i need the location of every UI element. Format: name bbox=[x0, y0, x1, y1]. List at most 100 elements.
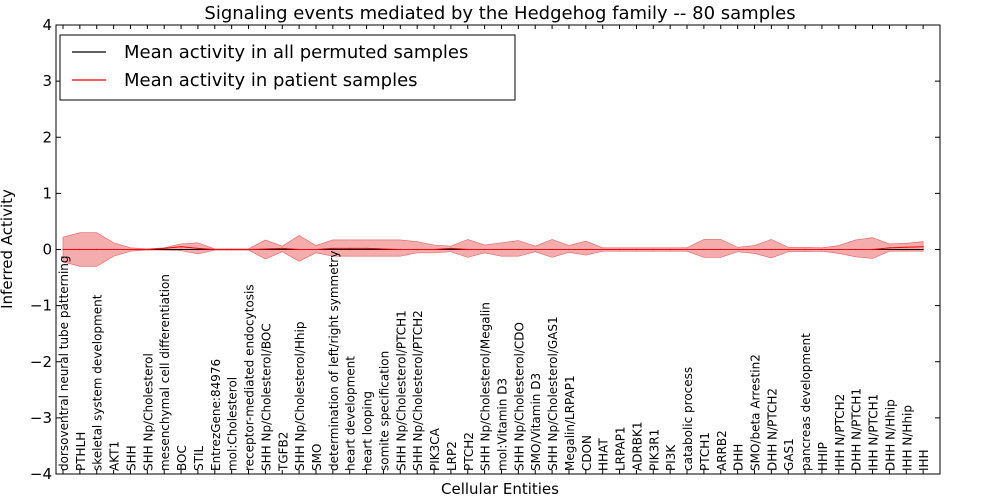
series-1-point bbox=[804, 248, 806, 251]
series-1-point bbox=[332, 247, 334, 249]
x-tick-label: dorsoventral neural tube patterning bbox=[57, 255, 71, 471]
series-1-point bbox=[618, 248, 621, 251]
series-1-point bbox=[500, 248, 503, 251]
x-tick-label: PTHLH bbox=[74, 432, 88, 471]
x-tick-label: IHH bbox=[917, 449, 931, 471]
legend-label-patient: Mean activity in patient samples bbox=[124, 70, 418, 91]
x-tick-label: Megalin/LRPAP1 bbox=[563, 375, 577, 471]
x-tick-label: IHH N/PTCH2 bbox=[833, 394, 847, 471]
x-tick-label: heart development bbox=[344, 356, 358, 471]
series-1-point bbox=[484, 248, 486, 251]
series-1-point bbox=[585, 248, 587, 251]
x-tick-label: LRPAP1 bbox=[614, 426, 628, 471]
x-tick-label: receptor-mediated endocytosis bbox=[243, 284, 257, 471]
x-tick-label: PIK3CA bbox=[428, 427, 442, 471]
series-1-point bbox=[737, 248, 739, 251]
series-1-point bbox=[214, 248, 216, 251]
series-line-1 bbox=[63, 246, 924, 250]
series-1-point bbox=[349, 247, 351, 249]
series-1-point bbox=[871, 248, 874, 251]
x-tick-label: somite specification bbox=[377, 351, 391, 471]
x-tick-label: SHH Np/Cholesterol/CDO bbox=[512, 322, 526, 471]
series-1-point bbox=[365, 247, 368, 249]
series-1-point bbox=[281, 247, 283, 249]
series-1-point bbox=[770, 248, 772, 251]
x-tick-label: AKT1 bbox=[108, 441, 122, 471]
x-tick-label: EntrezGene:84976 bbox=[209, 359, 223, 471]
series-1-point bbox=[231, 248, 233, 251]
x-tick-label: CDON bbox=[580, 435, 594, 471]
x-tick-label: BOC bbox=[175, 445, 189, 471]
x-tick-label: SMO/beta Arrestin2 bbox=[748, 354, 762, 471]
series-1-point bbox=[416, 248, 418, 251]
y-tick-label: 1 bbox=[42, 184, 52, 202]
legend-frame bbox=[59, 34, 516, 101]
series-1-point bbox=[315, 248, 317, 251]
series-1-point bbox=[838, 248, 840, 251]
x-tick-label: STIL bbox=[192, 446, 206, 471]
x-tick-label: SHH Np/Cholesterol/PTCH2 bbox=[411, 310, 425, 471]
series-0-point bbox=[332, 248, 334, 251]
series-1-point bbox=[62, 248, 64, 251]
y-tick-label: −1 bbox=[30, 297, 52, 315]
y-tick-label: −4 bbox=[30, 465, 52, 483]
series-1-point bbox=[703, 248, 705, 251]
x-tick-label: HHIP bbox=[816, 442, 830, 471]
series-1-point bbox=[922, 246, 924, 248]
y-axis-label: Inferred Activity bbox=[0, 189, 16, 309]
y-tick-label: −2 bbox=[30, 353, 52, 371]
series-1-point bbox=[382, 248, 385, 250]
x-tick-label: skeletal system development bbox=[91, 294, 105, 471]
series-1-point bbox=[568, 248, 570, 251]
x-tick-label: DHH N/Hhip bbox=[883, 399, 897, 471]
x-tick-label: SHH Np/Cholesterol bbox=[141, 353, 155, 471]
series-1-point bbox=[669, 248, 671, 251]
legend: Mean activity in all permuted samples Me… bbox=[59, 34, 516, 101]
x-tick-label: ADRBK1 bbox=[630, 421, 644, 471]
x-tick-label: determination of left/right symmetry bbox=[327, 251, 341, 471]
chart-title: Signaling events mediated by the Hedgeho… bbox=[204, 3, 795, 24]
x-tick-label: TGFB2 bbox=[276, 432, 290, 472]
x-tick-label: pancreas development bbox=[799, 333, 813, 471]
series-1-point bbox=[821, 248, 823, 251]
series-0-point bbox=[197, 248, 199, 251]
y-tick-label: −3 bbox=[30, 409, 52, 427]
series-1-point bbox=[298, 248, 300, 251]
x-tick-label: IHH N/PTCH1 bbox=[867, 394, 881, 471]
series-1-point bbox=[197, 247, 199, 249]
series-0-point bbox=[349, 248, 351, 251]
x-tick-label: GAS1 bbox=[782, 438, 796, 471]
series-1-point bbox=[855, 248, 857, 251]
series-1-point bbox=[146, 248, 148, 251]
series-1-point bbox=[551, 248, 553, 251]
series-1-point bbox=[787, 248, 789, 251]
x-tick-label: mesenchymal cell differentiation bbox=[158, 274, 172, 471]
x-tick-label: DHH N/PTCH1 bbox=[850, 388, 864, 471]
series-1-point bbox=[264, 248, 266, 250]
series-0-point bbox=[163, 248, 165, 251]
series-0-point bbox=[905, 248, 907, 251]
series-1-point bbox=[450, 247, 452, 249]
series-0-point bbox=[922, 248, 924, 251]
y-tick-label: 2 bbox=[42, 128, 52, 146]
series-1-point bbox=[399, 248, 401, 251]
x-tick-label: PIK3R1 bbox=[647, 429, 661, 471]
x-axis-label: Cellular Entities bbox=[441, 480, 559, 498]
x-tick-label: mol:Vitamin D3 bbox=[496, 378, 510, 471]
x-tick-label: SMO bbox=[310, 444, 324, 471]
series-0-point bbox=[888, 248, 891, 251]
series-1-point bbox=[180, 246, 182, 248]
x-tick-label: IHH N/Hhip bbox=[900, 405, 914, 471]
series-1-point bbox=[112, 248, 115, 251]
series-0-point bbox=[180, 248, 182, 251]
x-tick-label: mol:Cholesterol bbox=[226, 377, 240, 471]
series-1-point bbox=[517, 248, 519, 251]
x-tick-label: DHH N/PTCH2 bbox=[765, 388, 779, 471]
series-1-point bbox=[753, 248, 756, 251]
x-tick-label: catabolic process bbox=[681, 367, 695, 471]
series-1-point bbox=[467, 248, 469, 251]
series-1-point bbox=[888, 247, 891, 249]
x-tick-label: PTCH1 bbox=[698, 432, 712, 471]
